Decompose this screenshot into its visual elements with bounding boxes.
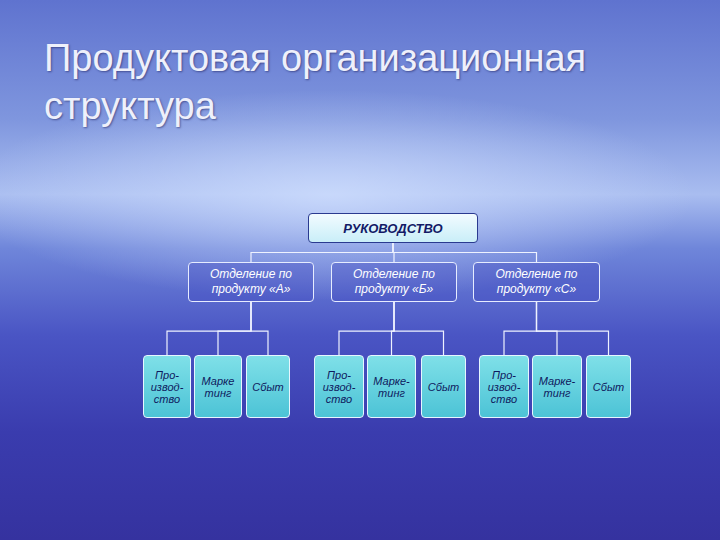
division-box: Отделение по продукту «А»: [188, 262, 314, 302]
org-connector: [218, 302, 251, 355]
org-connector: [393, 243, 537, 262]
node-label: Отделение по продукту «А»: [189, 267, 313, 297]
org-connector: [537, 302, 609, 355]
function-box: Сбыт: [586, 355, 631, 418]
node-label: Отделение по продукту «С»: [474, 267, 599, 297]
function-box: Сбыт: [421, 355, 466, 418]
org-connector: [339, 302, 394, 355]
org-connector: [167, 302, 251, 355]
org-connector: [504, 302, 537, 355]
division-box: Отделение по продукту «С»: [473, 262, 600, 302]
function-box: Про- извод- ство: [143, 355, 191, 418]
node-label: Марке тинг: [195, 375, 241, 399]
node-label: Марке- тинг: [533, 375, 581, 399]
node-label: Марке- тинг: [368, 375, 415, 399]
function-box: Про- извод- ство: [479, 355, 529, 418]
node-label: Отделение по продукту «Б»: [332, 267, 456, 297]
node-label: Про- извод- ство: [144, 369, 190, 405]
org-connector: [537, 302, 558, 355]
function-box: Марке тинг: [194, 355, 242, 418]
function-box: Марке- тинг: [532, 355, 582, 418]
node-label: Про- извод- ство: [315, 369, 363, 405]
slide-title: Продуктовая организационная структура: [44, 34, 684, 130]
node-label: Сбыт: [252, 381, 283, 393]
org-connector: [251, 243, 393, 262]
function-box: Про- извод- ство: [314, 355, 364, 418]
division-box: Отделение по продукту «Б»: [331, 262, 457, 302]
node-label: Сбыт: [428, 381, 459, 393]
node-label: РУКОВОДСТВО: [343, 221, 442, 236]
management-box: РУКОВОДСТВО: [308, 213, 478, 243]
node-label: Сбыт: [593, 381, 624, 393]
node-label: Про- извод- ство: [480, 369, 528, 405]
org-connector: [394, 302, 444, 355]
org-connector: [251, 302, 268, 355]
function-box: Сбыт: [246, 355, 290, 418]
function-box: Марке- тинг: [367, 355, 416, 418]
